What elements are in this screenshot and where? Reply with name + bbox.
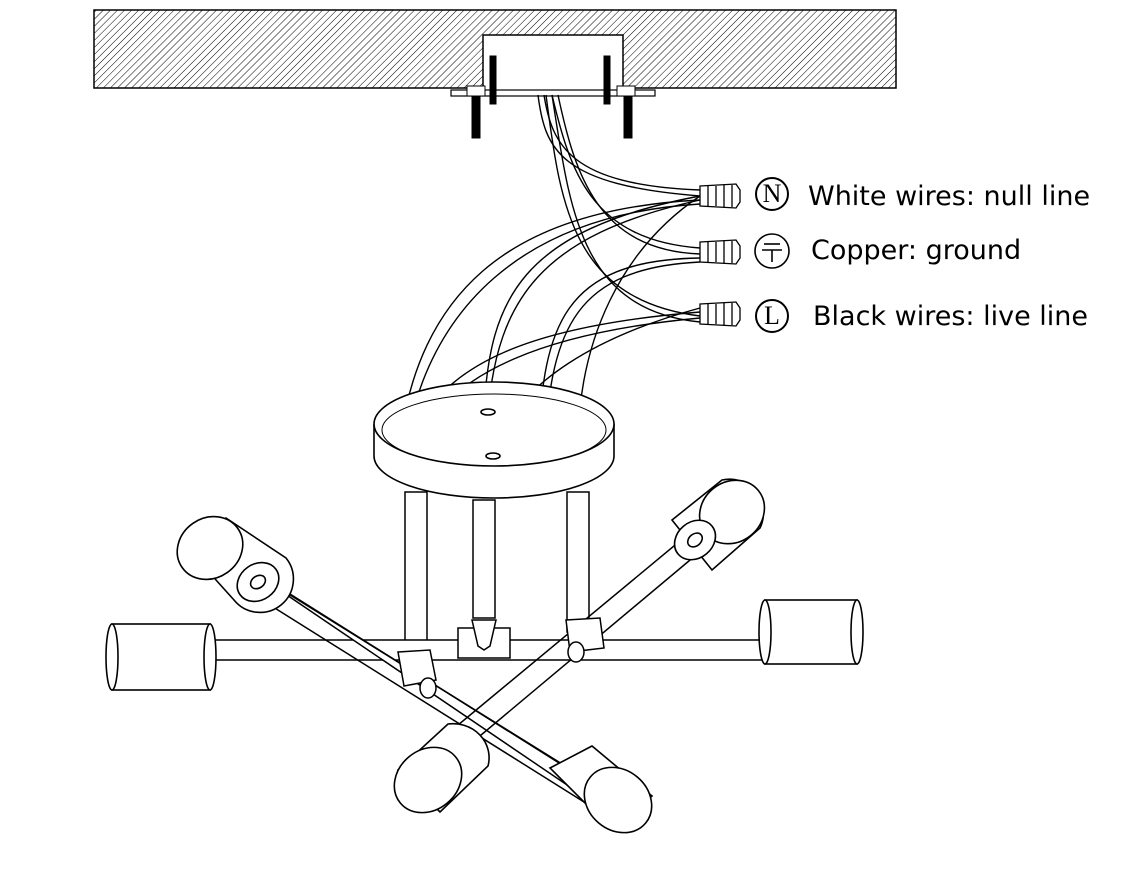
live-symbol-icon: L (755, 299, 789, 333)
canopy (373, 381, 615, 499)
light-sockets (105, 478, 864, 834)
neutral-label: White wires: null line (808, 181, 1091, 212)
socket-upper-left (176, 515, 295, 614)
junction-box (482, 34, 624, 93)
socket-right (758, 599, 864, 665)
horizontal-arm (209, 619, 766, 661)
socket-left (105, 623, 217, 691)
socket-upper-right (670, 478, 766, 572)
neutral-symbol-icon: N (755, 177, 789, 211)
socket-lower-left (393, 722, 490, 814)
wire-nuts (699, 183, 741, 327)
wire-nut-neutral (699, 183, 741, 209)
mounting-bracket (450, 55, 656, 139)
socket-lower-right (548, 745, 654, 834)
live-label: Black wires: live line (813, 301, 1088, 332)
downrods (404, 491, 590, 643)
ground-symbol-icon (754, 233, 790, 269)
arm-joints (397, 617, 605, 699)
wire-nut-live (699, 301, 741, 327)
wire-nut-ground (699, 239, 741, 265)
ground-label: Copper: ground (811, 235, 1022, 266)
ceiling-wires (537, 94, 701, 323)
